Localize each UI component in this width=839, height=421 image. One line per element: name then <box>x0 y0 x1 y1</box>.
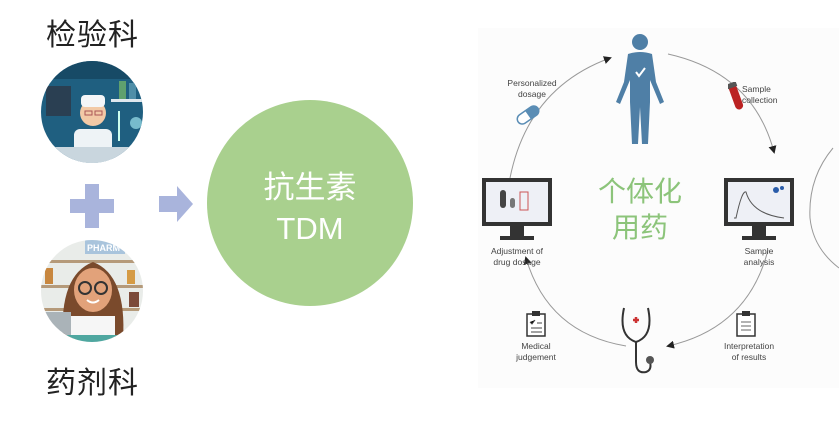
clipboard-icon <box>736 311 756 337</box>
dosage-monitor-icon <box>482 178 552 240</box>
stethoscope-icon <box>621 307 654 374</box>
blood-tube-icon <box>728 82 744 110</box>
pharmacist-avatar: PHARM <box>41 240 143 342</box>
pharmacy-department-label: 药剂科 <box>46 366 139 401</box>
cycle-arrows <box>509 53 839 349</box>
pharmacy-sign: PHARM <box>87 243 120 253</box>
lab-department-label: 检验科 <box>46 18 139 53</box>
tdm-label: TDM <box>276 211 344 246</box>
antibiotic-label: 抗生素 <box>263 170 357 206</box>
medical-checklist-icon <box>526 311 546 337</box>
lab-technician-avatar <box>41 61 143 163</box>
human-body-icon <box>616 34 664 144</box>
arrow-right-icon <box>159 186 193 226</box>
personalized-medication-title: 个体化用药 <box>597 175 682 244</box>
analysis-monitor-icon <box>724 178 794 240</box>
antibiotic-tdm-circle: 抗生素 TDM <box>207 100 413 306</box>
capsule-icon <box>516 105 540 125</box>
plus-icon <box>70 184 114 228</box>
